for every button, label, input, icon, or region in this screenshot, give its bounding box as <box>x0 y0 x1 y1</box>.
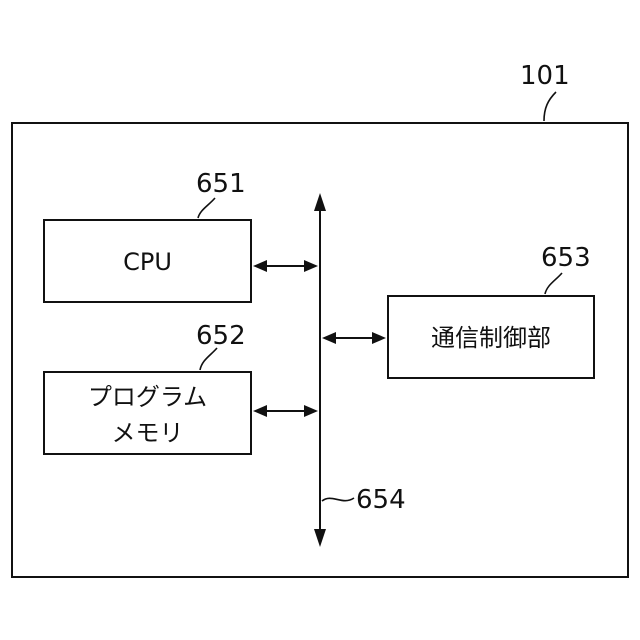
comm-control-ref-label: 653 <box>541 243 591 273</box>
device-ref-label: 101 <box>520 61 570 91</box>
bus-comm-control-arrow <box>322 332 386 344</box>
program-memory-bus-arrow <box>253 405 318 417</box>
cpu-label: CPU <box>123 248 172 276</box>
bus-arrowhead-top <box>314 193 326 211</box>
program-memory-label-line2: メモリ <box>112 419 184 447</box>
cpu-bus-arrow <box>253 260 318 272</box>
comm-control-ref-leader <box>545 273 562 294</box>
program-memory-ref-leader <box>200 348 217 370</box>
bus-ref-label: 654 <box>356 485 406 515</box>
bus-arrowhead-bottom <box>314 529 326 547</box>
cpu-ref-label: 651 <box>196 169 246 199</box>
bus-ref-leader <box>322 498 354 501</box>
program-memory-label-line1: プログラム <box>88 383 207 411</box>
cpu-ref-leader <box>198 198 215 218</box>
device-ref-leader <box>544 92 556 121</box>
comm-control-label: 通信制御部 <box>431 324 551 352</box>
program-memory-ref-label: 652 <box>196 321 246 351</box>
